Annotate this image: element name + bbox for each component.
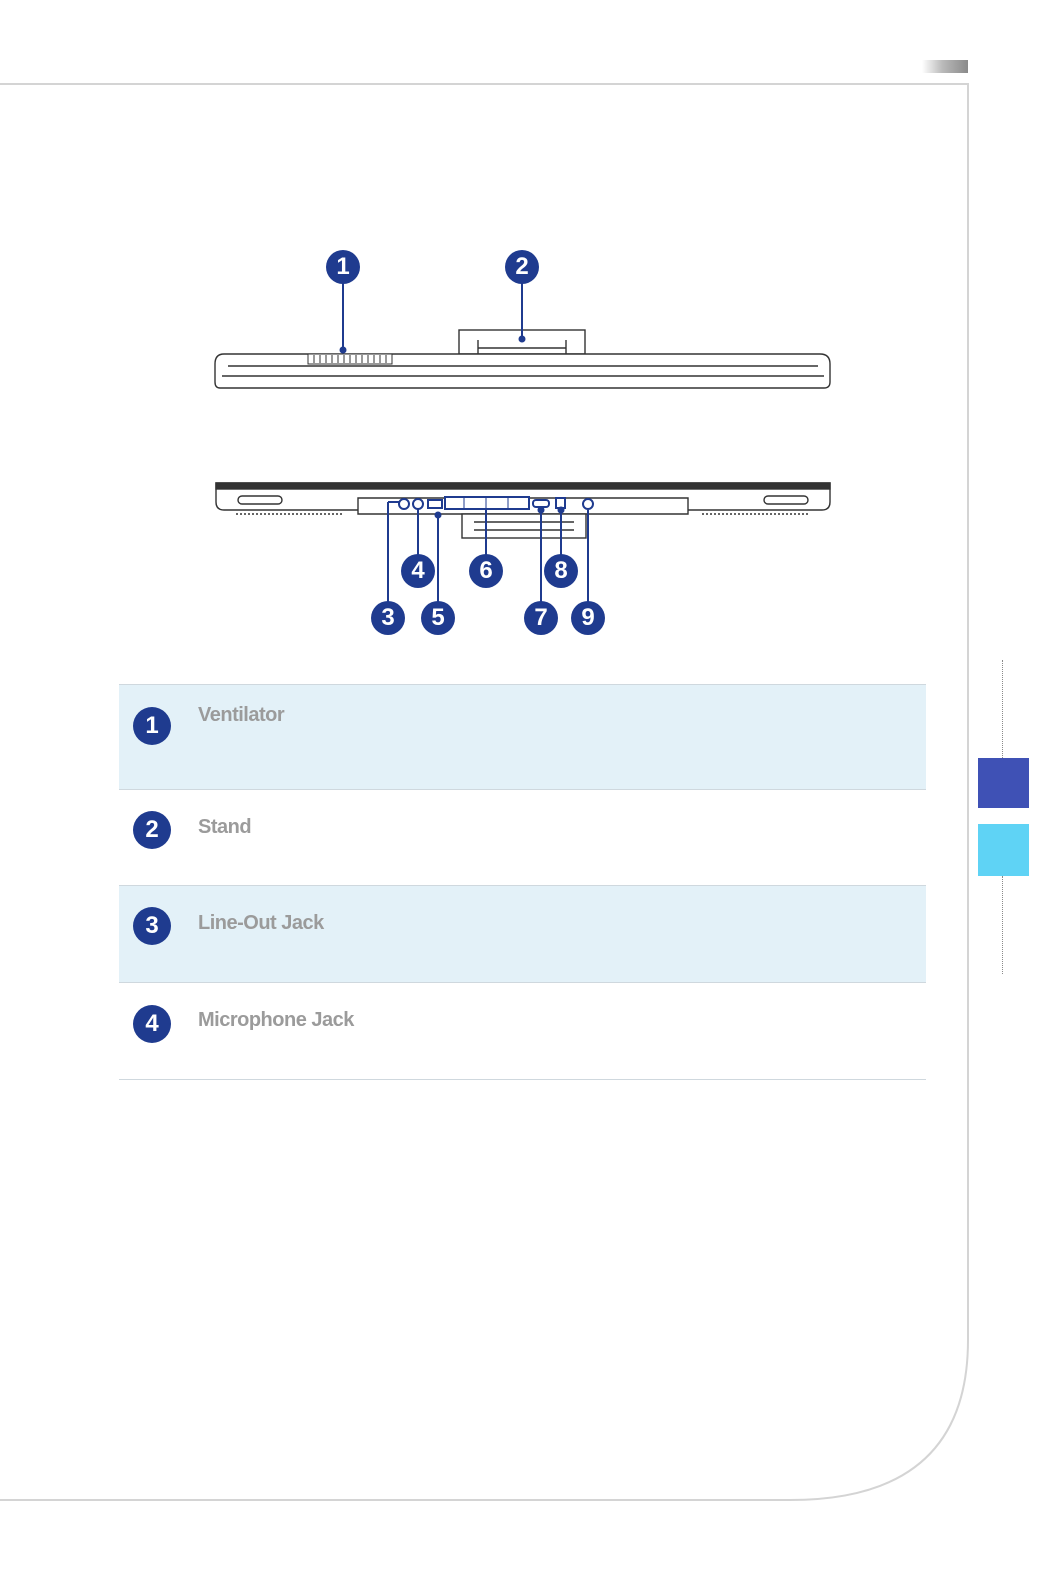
side-dotted-line bbox=[1002, 660, 1003, 758]
row-number-badge: 4 bbox=[133, 1005, 171, 1043]
callout-3: 3 bbox=[371, 601, 405, 635]
callout-2: 2 bbox=[505, 250, 539, 284]
component-name: Ventilator bbox=[198, 704, 284, 727]
table-row: 4 Microphone Jack bbox=[119, 983, 926, 1080]
component-name: Line-Out Jack bbox=[198, 912, 324, 935]
callout-7: 7 bbox=[524, 601, 558, 635]
row-number-badge: 1 bbox=[133, 707, 171, 745]
side-dotted-line bbox=[1002, 876, 1003, 974]
chapter-tab-secondary bbox=[978, 824, 1029, 876]
callout-4: 4 bbox=[401, 554, 435, 588]
component-name: Stand bbox=[198, 816, 251, 839]
callout-6: 6 bbox=[469, 554, 503, 588]
bottom-view bbox=[216, 483, 830, 538]
callout-9: 9 bbox=[571, 601, 605, 635]
component-table: 1 Ventilator 2 Stand 3 Line-Out Jack 4 M… bbox=[119, 684, 926, 1080]
chapter-tab-primary bbox=[978, 758, 1029, 808]
product-diagram bbox=[0, 0, 1048, 660]
table-row: 3 Line-Out Jack bbox=[119, 886, 926, 983]
vent-slots bbox=[308, 354, 392, 364]
component-name: Microphone Jack bbox=[198, 1009, 354, 1032]
table-row: 2 Stand bbox=[119, 790, 926, 886]
table-row: 1 Ventilator bbox=[119, 685, 926, 790]
callout-1: 1 bbox=[326, 250, 360, 284]
callout-5: 5 bbox=[421, 601, 455, 635]
row-number-badge: 3 bbox=[133, 907, 171, 945]
callout-8: 8 bbox=[544, 554, 578, 588]
row-number-badge: 2 bbox=[133, 811, 171, 849]
